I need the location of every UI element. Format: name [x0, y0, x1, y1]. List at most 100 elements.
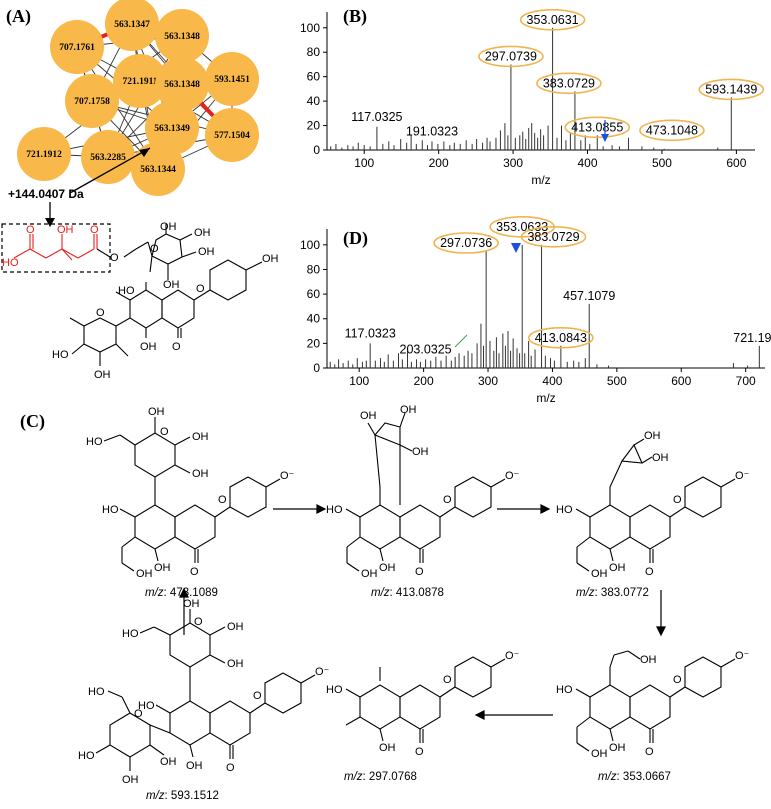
network-node	[155, 57, 209, 111]
x-axis-label: m/z	[536, 391, 555, 405]
atom-label: OH	[122, 774, 139, 786]
atom-label: O	[96, 307, 105, 319]
network-node	[81, 130, 135, 184]
network-node-label: 563.2285	[90, 153, 126, 163]
atom-label: OH	[644, 430, 661, 442]
atom-label: O	[673, 674, 682, 686]
atom-label: OH	[227, 658, 244, 670]
peak-label-circle	[536, 72, 602, 95]
y-tick-label: 0	[313, 143, 320, 157]
atom-label: OH	[198, 246, 215, 258]
atom-label: OH	[652, 452, 669, 464]
y-tick-label: 40	[307, 94, 321, 108]
structure-413-atoms: OH OH OH HO O O⁻ O OH OH	[326, 405, 520, 580]
peak-label: 117.0325	[351, 110, 402, 124]
network-node	[155, 9, 209, 63]
atom-label: OH	[609, 742, 626, 754]
network-node	[145, 101, 199, 155]
structure-297	[345, 656, 506, 743]
atom-label: OH	[591, 748, 608, 760]
network-node-label: 721.1912	[26, 150, 62, 160]
peak-label: 383.0729	[543, 76, 595, 90]
atom-label: OH	[227, 621, 244, 633]
peak-label-circle	[564, 116, 631, 139]
x-tick-label: 400	[542, 374, 562, 388]
structure-413	[345, 412, 506, 572]
mz-caption-353: m/z: 353.0667	[598, 771, 671, 783]
peak-label: 297.0739	[485, 49, 537, 63]
atom-label: OH	[186, 760, 203, 772]
atom-label: HO	[102, 504, 119, 516]
atom-label: O⁻	[315, 666, 330, 678]
x-tick-label: 600	[671, 374, 691, 388]
network-node-label: 707.1758	[74, 97, 110, 107]
atom-label: O	[150, 243, 159, 255]
x-tick-label: 100	[354, 156, 374, 170]
peak-label: 117.0323	[345, 326, 396, 340]
atom-label: O	[253, 690, 262, 702]
y-tick-label: 20	[307, 119, 321, 133]
peak-label: 203.0325	[400, 342, 452, 356]
atom-label: O⁻	[505, 650, 520, 662]
network-node	[113, 54, 167, 108]
x-tick-label: 600	[726, 156, 746, 170]
network-node-label: 563.1348	[164, 32, 200, 42]
atom-label: HO	[86, 436, 103, 448]
atom-label: O	[415, 566, 424, 578]
x-tick-label: 100	[349, 374, 369, 388]
structure-353	[575, 650, 736, 752]
atom-label: OH	[148, 406, 165, 418]
peak-label: 383.0729	[527, 230, 579, 244]
atom-label: HO	[326, 504, 343, 516]
structure-383-atoms: OH OH HO O O⁻ O OH OH	[556, 430, 750, 580]
atom-label: OH	[94, 369, 111, 381]
blue-marker-arrowhead	[511, 243, 521, 253]
y-tick-label: 60	[307, 287, 321, 301]
hmg-moiety	[13, 234, 98, 261]
atom-label: O	[645, 746, 654, 758]
peak-label: 297.0736	[440, 236, 492, 250]
blue-marker-arrowhead	[601, 134, 609, 142]
network-node	[105, 0, 159, 51]
atom-label: OH	[591, 568, 608, 580]
atom-label: O⁻	[735, 470, 750, 482]
peak-label-circle	[478, 45, 544, 68]
pathway-arrows	[179, 504, 666, 720]
peak-label-circle	[528, 327, 594, 349]
atom-label: OH	[194, 227, 211, 239]
atom-label: O⁻	[280, 470, 295, 482]
atom-label: HO	[2, 257, 19, 269]
atom-label: O	[673, 494, 682, 506]
x-tick-label: 500	[607, 374, 627, 388]
atom-label: OH	[400, 405, 417, 416]
atom-label: HO	[52, 349, 69, 361]
x-tick-label: 300	[478, 374, 498, 388]
atom-label: O	[443, 494, 452, 506]
atom-label: OH	[183, 598, 200, 610]
fragmentation-pathway: OH OH OH HO O HO O O⁻ O OH OH OH OH OH H…	[78, 405, 750, 786]
atom-label: OH	[379, 742, 396, 754]
atom-label: OH	[160, 222, 177, 233]
structure-297-atoms: HO O O⁻ O OH	[326, 650, 520, 758]
atom-label: O	[443, 674, 452, 686]
network-node	[17, 127, 71, 181]
network-pointer-arrowhead	[139, 148, 150, 157]
y-tick-label: 80	[307, 45, 321, 59]
peak-label: 593.1439	[705, 82, 757, 96]
atom-label: O	[226, 762, 235, 774]
network-node	[50, 20, 104, 74]
atom-label: OH	[163, 279, 180, 291]
network-node-label: 563.1347	[114, 20, 150, 30]
atom-label: OH	[57, 224, 74, 236]
structure-353-atoms: OH HO O O⁻ O OH OH	[556, 650, 750, 760]
hmg-dashed-box	[1, 223, 111, 273]
peak-label-circle	[639, 119, 705, 142]
atom-label: OH	[640, 654, 657, 666]
atom-label: O	[90, 224, 99, 236]
atom-label: HO	[88, 686, 105, 698]
atom-label: O	[160, 426, 169, 438]
atom-label: OH	[140, 341, 157, 353]
panel-label-d: (D)	[343, 228, 368, 248]
